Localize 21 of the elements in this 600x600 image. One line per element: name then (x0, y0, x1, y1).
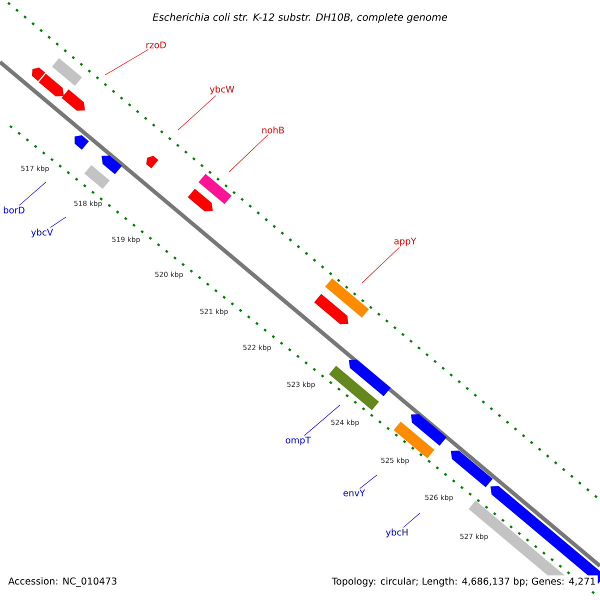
gene-label: ompT (286, 436, 311, 446)
gene-label: ybcH (386, 528, 408, 538)
leader-line (178, 95, 216, 130)
accession-text: Accession: NC_010473 (8, 577, 116, 587)
leader-line (362, 247, 400, 284)
genome-info-text: Topology: circular; Length: 4,686,137 bp; Genes: 4,271 (330, 575, 598, 589)
leader-line (403, 512, 420, 528)
leader-line (228, 134, 268, 172)
gene-label: appY (394, 238, 416, 246)
leader-line (360, 474, 378, 489)
title: Escherichia coli str. K-12 substr. DH10B, complete genome (152, 13, 448, 23)
leader-line (304, 404, 340, 436)
leader-line (104, 49, 149, 76)
leader-line (50, 216, 66, 228)
gene-label: rzoD (146, 42, 166, 48)
gene-label: ybcV (31, 228, 53, 238)
gene-label: ybcW (210, 86, 234, 94)
gene-label: borD (4, 206, 24, 214)
gene-label: envY (343, 490, 366, 496)
leader-line (19, 182, 46, 206)
gene-label: nohB (262, 126, 284, 134)
